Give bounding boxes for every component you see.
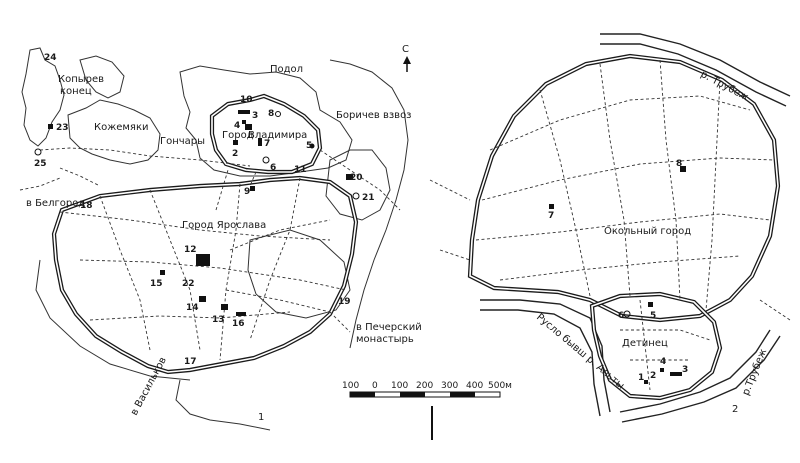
site-number: 24 (44, 53, 57, 63)
north-label: С (402, 44, 409, 55)
site-number: 3 (682, 365, 688, 375)
site-number: 8 (268, 109, 274, 119)
label-pechersk-2: монастырь (356, 334, 414, 345)
site-number: 6 (270, 163, 276, 173)
scale-tick-label: 400 (466, 381, 483, 391)
site-number: 4 (234, 121, 240, 131)
site-number: 8 (676, 159, 682, 169)
site-number: 10 (240, 95, 253, 105)
site-number: 11 (294, 165, 307, 175)
site-number: 5 (306, 141, 312, 151)
label-borichev: Боричев взвоз (336, 110, 412, 121)
site-number: 19 (338, 297, 351, 307)
label-okolny-city: Окольный город (604, 226, 691, 237)
site-number: 18 (80, 201, 93, 211)
southeast-contour (247, 229, 351, 319)
yaroslav-city-wall (51, 175, 359, 375)
scale-tick-label: 100 (342, 381, 359, 391)
site-number: 2 (650, 371, 656, 381)
site-number: 16 (232, 319, 245, 329)
site-number: 13 (212, 315, 225, 325)
site-number: 22 (182, 279, 195, 289)
podol-contour (179, 65, 353, 177)
label-kopyrev-1: Копырев (58, 74, 104, 85)
site-number: 15 (150, 279, 163, 289)
scale-tick-label: 200 (416, 381, 433, 391)
pereyaslavl-map: р. Трубеж р.Трубеж Окольный город Детине… (429, 33, 791, 423)
label-vladimira: Владимира (248, 130, 307, 141)
pereyaslavl-building-markers (549, 166, 686, 384)
scale-bar: 100 0 100 200 300 400 500м (342, 381, 512, 440)
detinets-wall-inner (591, 293, 721, 399)
site-number: 23 (56, 123, 69, 133)
dnieper-bank (329, 59, 409, 349)
sofia-cathedral-marker (196, 254, 210, 266)
site-number: 14 (186, 303, 199, 313)
okolny-city-wall-inner (469, 55, 779, 321)
label-alta-riverbed: Русло бывш р. Альты (534, 312, 626, 392)
site-number: 1 (638, 373, 644, 383)
kiev-map: С Подол Копырев конец Кожемяки Гончары Г… (19, 44, 422, 431)
kozhemyaki-contour (67, 99, 161, 165)
site-number: 4 (660, 357, 666, 367)
trubezh-river-south-bank (621, 335, 781, 423)
label-gonchary: Гончары (160, 136, 205, 147)
northwest-contour (79, 55, 125, 99)
alta-old-riverbed (480, 299, 611, 413)
label-kozhemyaki: Кожемяки (94, 122, 148, 133)
site-number: 17 (184, 357, 197, 367)
scale-tick-label: 0 (372, 381, 378, 391)
site-number: 21 (362, 193, 375, 203)
site-number: 3 (252, 111, 258, 121)
alta-old-riverbed-bank (480, 309, 601, 417)
vladimir-city-wall-inner (211, 95, 321, 173)
label-detinets: Детинец (622, 338, 668, 349)
east-contour (325, 149, 391, 221)
kiev-building-markers (34, 110, 360, 316)
southwest-contour (35, 259, 191, 381)
site-number: 9 (244, 187, 250, 197)
scale-tick-label: 300 (441, 381, 458, 391)
trubezh-river (600, 33, 791, 97)
site-number: 2 (232, 149, 238, 159)
label-gorod: Город (222, 130, 254, 141)
label-yaroslav: Город Ярослава (182, 220, 266, 231)
label-kopyrev-2: конец (60, 86, 92, 97)
north-arrow: С (402, 44, 411, 72)
kiev-streets (19, 147, 401, 361)
site-number: 20 (350, 173, 363, 183)
label-podol: Подол (270, 64, 303, 75)
site-number: 5 (650, 311, 656, 321)
site-number: 7 (264, 139, 270, 149)
site-number: 6 (618, 311, 624, 321)
scale-tick-label: 100 (391, 381, 408, 391)
scale-tick-label: 500м (488, 381, 512, 391)
kopyrev-ravine-contour (21, 47, 65, 147)
site-number: 25 (34, 159, 47, 169)
site-number: 12 (184, 245, 197, 255)
map2-caption: 2 (732, 404, 738, 415)
label-pechersk-1: в Печерский (356, 322, 422, 333)
trubezh-river-bank (600, 43, 787, 107)
pereyaslavl-streets (429, 59, 791, 391)
map1-caption: 1 (258, 412, 264, 423)
site-number: 7 (548, 211, 554, 221)
trubezh-river-south (619, 329, 771, 413)
label-trubezh-right: р.Трубеж (741, 347, 770, 397)
label-belgorod: в Белгород (26, 198, 85, 209)
south-ravine (175, 379, 271, 431)
yaroslav-city-wall-inner (53, 177, 357, 373)
